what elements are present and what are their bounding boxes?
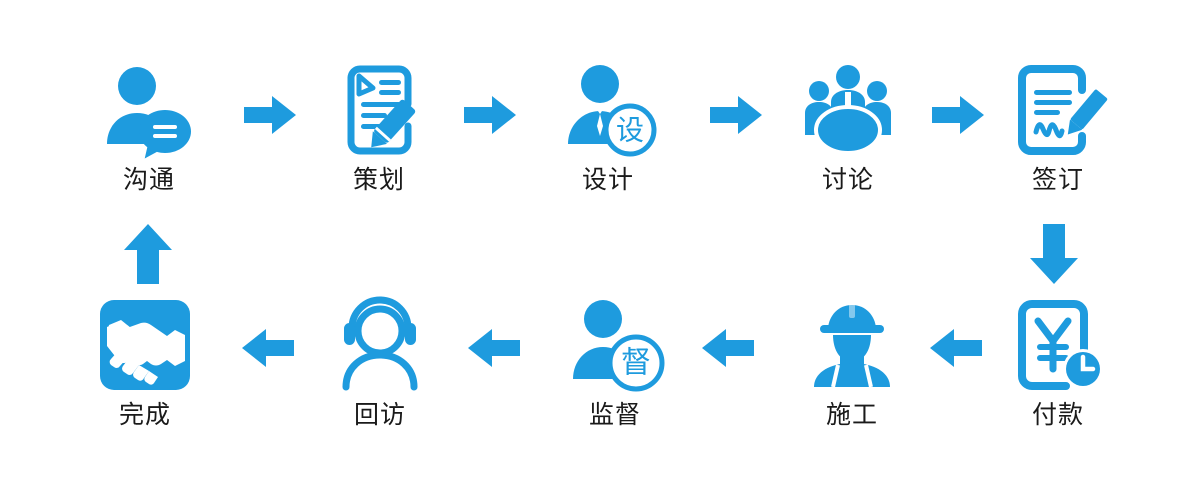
flow-step-follow-up[interactable]: 回访 [310, 295, 450, 429]
flow-step-label: 签订 [1031, 165, 1084, 194]
headset-support-icon [342, 296, 418, 391]
document-pencil-icon [347, 65, 416, 155]
designer-badge-icon: 设 [568, 65, 657, 157]
flow-step-label: 讨论 [821, 165, 874, 194]
arrow-right-icon-3 [708, 92, 764, 138]
arrow-right-icon-1 [242, 92, 298, 138]
flow-step-label: 付款 [1031, 400, 1084, 429]
yen-invoice-clock-icon [1018, 300, 1103, 390]
construction-worker-icon [814, 304, 890, 388]
flow-step-label: 策划 [352, 165, 405, 194]
arrow-left-icon-2 [700, 325, 756, 371]
arrow-up-icon [120, 222, 176, 288]
flow-step-label: 设计 [581, 165, 634, 194]
arrow-right-icon-2 [462, 92, 518, 138]
flow-step-label: 施工 [825, 400, 878, 429]
arrow-right-icon-4 [930, 92, 986, 138]
flow-step-construction[interactable]: 施工 [782, 295, 922, 429]
flow-step-label: 回访 [353, 400, 406, 429]
flow-step-plan[interactable]: 策划 [309, 60, 449, 194]
meeting-group-icon [805, 65, 891, 155]
flow-step-supervise[interactable]: 督 监督 [545, 295, 685, 429]
flow-step-payment[interactable]: 付款 [988, 295, 1128, 429]
arrow-left-icon-4 [240, 325, 296, 371]
contract-sign-icon [1018, 65, 1108, 155]
arrow-left-icon-3 [466, 325, 522, 371]
flow-step-label: 监督 [588, 400, 641, 429]
flow-step-sign[interactable]: 签订 [988, 60, 1128, 194]
supervisor-badge-icon: 督 [573, 300, 665, 392]
flow-step-complete[interactable]: 完成 [75, 295, 215, 429]
person-chat-icon [107, 67, 191, 159]
flow-step-communicate[interactable]: 沟通 [79, 60, 219, 194]
arrow-down-icon [1026, 222, 1082, 288]
flow-step-design[interactable]: 设 设计 [538, 60, 678, 194]
flow-step-discuss[interactable]: 讨论 [778, 60, 918, 194]
svg-text:督: 督 [621, 346, 651, 381]
flow-step-label: 完成 [118, 400, 171, 429]
handshake-icon [100, 300, 190, 390]
svg-text:设: 设 [616, 114, 644, 147]
flow-step-label: 沟通 [122, 165, 175, 194]
arrow-left-icon-1 [928, 325, 984, 371]
